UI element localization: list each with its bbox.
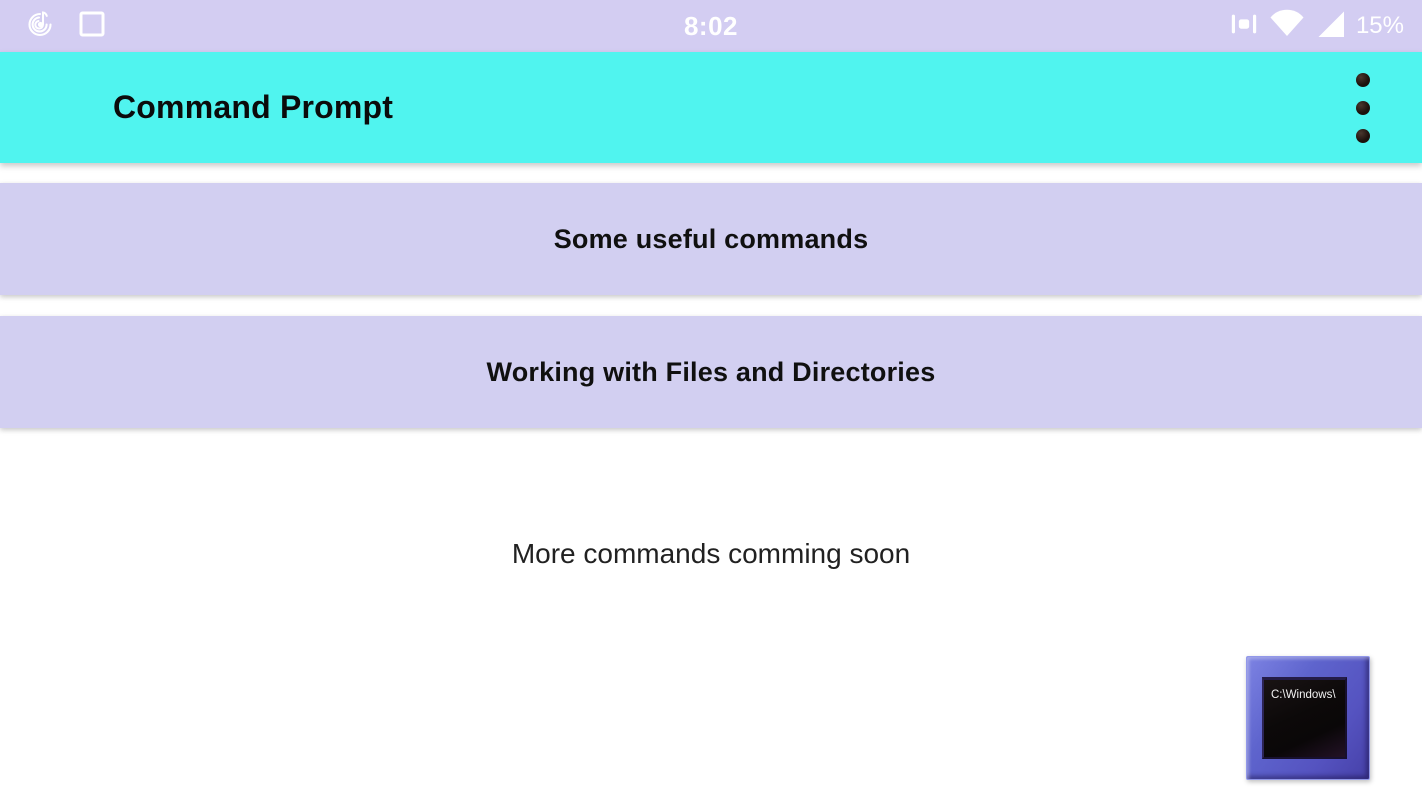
screenshot-notification-icon — [78, 10, 106, 43]
section-item-useful-commands[interactable]: Some useful commands — [0, 183, 1422, 295]
app-bar: Command Prompt — [0, 52, 1422, 163]
kebab-dot — [1356, 100, 1370, 115]
battery-percent: 15% — [1355, 12, 1404, 39]
cell-signal-icon — [1315, 8, 1347, 45]
section-item-files-directories[interactable]: Working with Files and Directories — [0, 316, 1422, 428]
status-bar: 8:02 15% — [0, 0, 1422, 52]
cmd-screen-text: C:\Windows\ — [1271, 689, 1336, 701]
status-bar-clock: 8:02 — [683, 10, 739, 41]
page-title: Command Prompt — [113, 89, 394, 125]
music-notification-icon — [22, 6, 58, 47]
overflow-menu-button[interactable] — [1348, 65, 1378, 151]
coming-soon-text: More commands comming soon — [511, 538, 911, 569]
vibrate-icon — [1229, 9, 1259, 44]
section-label: Some useful commands — [553, 223, 869, 254]
section-label: Working with Files and Directories — [486, 356, 936, 387]
kebab-dot — [1356, 72, 1370, 87]
status-bar-right-icons: 15% — [1229, 8, 1422, 45]
wifi-icon — [1268, 8, 1306, 45]
kebab-dot — [1356, 128, 1370, 143]
command-prompt-shortcut-icon[interactable]: C:\Windows\ — [1246, 656, 1370, 780]
cmd-screen: C:\Windows\ — [1262, 677, 1347, 759]
status-bar-left-icons — [0, 6, 106, 47]
